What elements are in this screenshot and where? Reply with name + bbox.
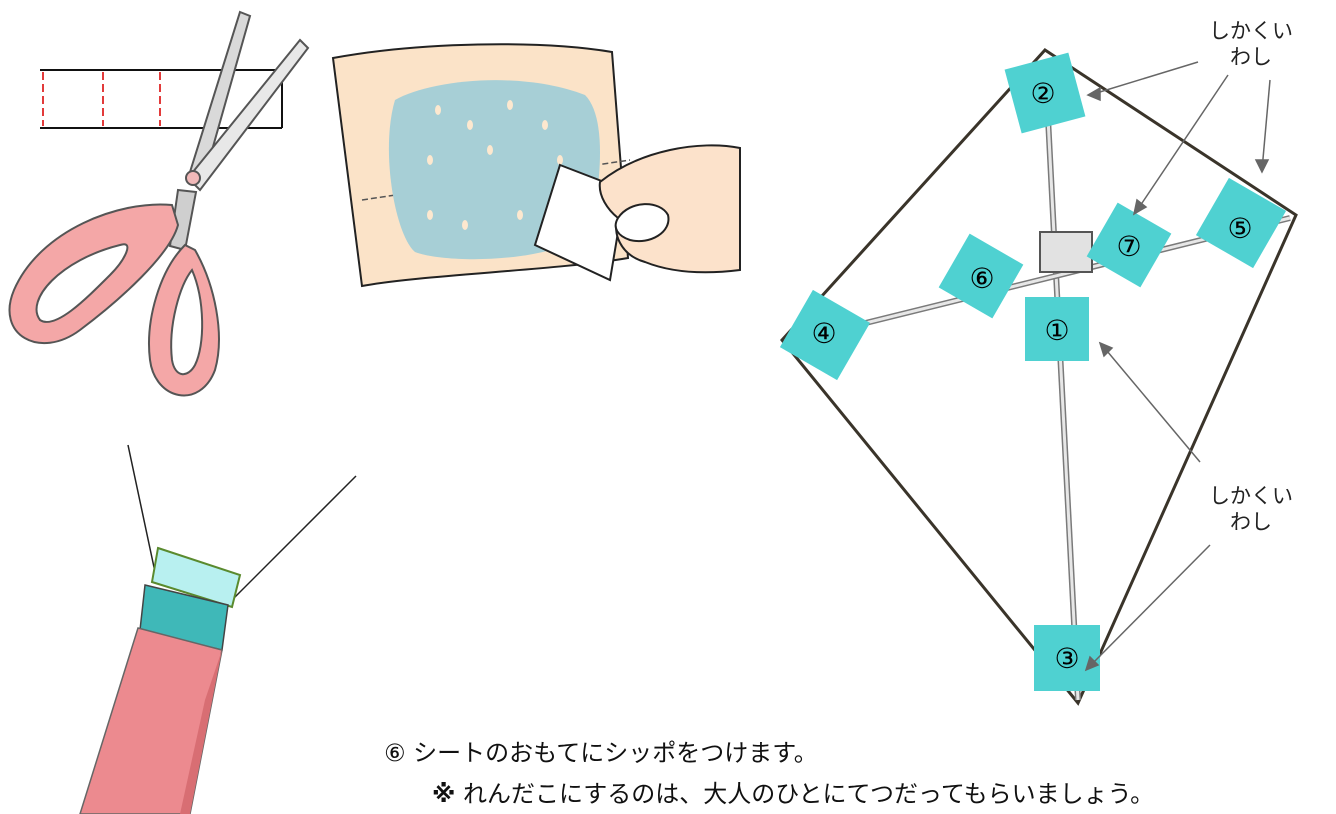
callout-top-line2: わし (1230, 45, 1272, 69)
tape-1 (1025, 297, 1089, 361)
step-instruction: ⑥ シートのおもてにシッポをつけます。 (384, 733, 818, 768)
callout-bottom-line1: しかくい (1209, 484, 1293, 508)
callout-bottom-line2: わし (1230, 510, 1272, 534)
tape-4 (779, 289, 871, 381)
step-marker: ⑥ (384, 739, 406, 767)
kite-label-5: ⑤ (1227, 212, 1252, 245)
callout-top: しかくい わし (1196, 18, 1306, 70)
callout-arrows (1084, 61, 1271, 672)
kite-label-6: ⑥ (969, 262, 994, 295)
kite-label-4: ④ (811, 317, 836, 350)
note-text: れんだこにするのは、大人のひとにてつだってもらいましょう。 (462, 780, 1155, 808)
kite-label-1: ① (1044, 314, 1069, 347)
kite-tail-illustration (79, 444, 357, 814)
kite-label-7: ⑦ (1116, 230, 1141, 263)
step-text: シートのおもてにシッポをつけます。 (413, 739, 818, 767)
callout-bottom: しかくい わし (1196, 483, 1306, 535)
tape-7 (1086, 202, 1172, 288)
note-marker: ※ (432, 780, 456, 808)
tape-6 (938, 233, 1024, 319)
note-text-line: ※ れんだこにするのは、大人のひとにてつだってもらいましょう。 (432, 774, 1154, 809)
kite-label-2: ② (1030, 77, 1055, 110)
kite-frame (780, 48, 1298, 706)
tape-2 (1004, 52, 1086, 134)
scissors-illustration (8, 10, 310, 397)
tape-5 (1195, 177, 1287, 269)
callout-top-line1: しかくい (1209, 19, 1293, 43)
paper-glue-illustration (331, 43, 741, 288)
kite-label-3: ③ (1054, 642, 1079, 675)
